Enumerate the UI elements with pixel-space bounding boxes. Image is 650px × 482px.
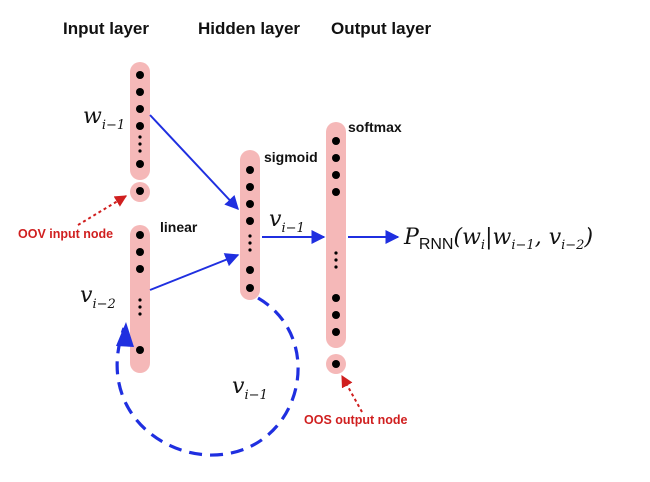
- node-dot: [332, 171, 340, 179]
- node-dot: [136, 346, 144, 354]
- ellipsis-dot: [138, 142, 142, 146]
- node-dot: [246, 266, 254, 274]
- node-dot: [136, 248, 144, 256]
- node-dot: [332, 137, 340, 145]
- ellipsis-dot: [334, 265, 338, 269]
- node-dot: [332, 294, 340, 302]
- p-rnn-formula: PRNN(wi|wi−1, vi−2): [403, 225, 593, 253]
- sigmoid-label: sigmoid: [264, 149, 318, 165]
- ellipsis-dot: [334, 251, 338, 255]
- softmax-label: softmax: [348, 119, 402, 135]
- input-word-bar: [130, 62, 150, 180]
- ellipsis-dot: [138, 312, 142, 316]
- v-prev2-label: vi−2: [80, 283, 116, 312]
- node-dot: [246, 200, 254, 208]
- node-dot: [136, 265, 144, 273]
- node-dot: [332, 311, 340, 319]
- ellipsis-dot: [138, 305, 142, 309]
- recurrent-loop-arrowhead: [116, 322, 134, 347]
- node-dot: [246, 166, 254, 174]
- output-layer-bar: [326, 122, 346, 348]
- w-prev-label: wi−1: [83, 104, 125, 133]
- ellipsis-dot: [248, 234, 252, 238]
- oos-output-node-label: OOS output node: [304, 413, 408, 427]
- node-dot: [136, 122, 144, 130]
- node-dots: [136, 71, 340, 368]
- oos-node-dot: [332, 360, 340, 368]
- node-dot: [136, 231, 144, 239]
- node-dot: [136, 71, 144, 79]
- oov-annotation-arrow: [77, 195, 128, 226]
- ellipsis-dot: [248, 241, 252, 245]
- ellipsis-dot: [334, 258, 338, 262]
- svg-text:vi−2: vi−2: [80, 283, 116, 312]
- loop-v-prev1-label: vi−1: [232, 374, 268, 403]
- recurrent-loop-arrow: [115, 296, 300, 457]
- node-dot: [332, 328, 340, 336]
- v-prev1-label: vi−1: [269, 207, 305, 236]
- node-dot: [136, 160, 144, 168]
- input-to-hidden-arrow: [149, 114, 239, 211]
- oos-annotation-arrow: [341, 374, 363, 413]
- node-dot: [246, 284, 254, 292]
- ellipsis-dot: [138, 149, 142, 153]
- linear-label: linear: [160, 219, 198, 235]
- node-dot: [136, 88, 144, 96]
- node-dot: [246, 183, 254, 191]
- ellipsis-dot: [138, 298, 142, 302]
- svg-text:wi−1: wi−1: [83, 104, 125, 133]
- ellipsis-dot: [248, 248, 252, 252]
- node-dot: [136, 105, 144, 113]
- ellipsis-dot: [138, 135, 142, 139]
- oov-node-dot: [136, 187, 144, 195]
- node-dot: [246, 217, 254, 225]
- output-layer-header: Output layer: [331, 19, 432, 38]
- svg-text:vi−1: vi−1: [269, 207, 305, 236]
- oov-input-node-label: OOV input node: [18, 227, 113, 241]
- node-dot: [332, 154, 340, 162]
- svg-text:vi−1: vi−1: [232, 374, 268, 403]
- hidden-layer-header: Hidden layer: [198, 19, 300, 38]
- context-to-hidden-arrow: [149, 253, 240, 291]
- node-dot: [332, 188, 340, 196]
- input-layer-header: Input layer: [63, 19, 149, 38]
